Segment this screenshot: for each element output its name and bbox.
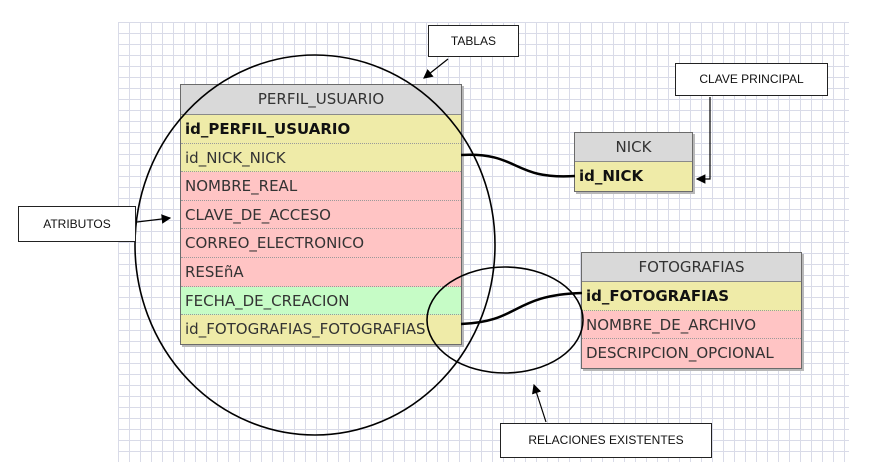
clave-principal-arrow: [695, 97, 711, 184]
attribute-row[interactable]: CORREO_ELECTRONICO: [181, 229, 461, 258]
primary-key-row[interactable]: id_PERFIL_USUARIO: [181, 115, 461, 144]
primary-key-row[interactable]: id_NICK: [575, 162, 692, 191]
table-nick[interactable]: NICK id_NICK: [574, 132, 693, 192]
callout-clave-principal: CLAVE PRINCIPAL: [675, 63, 828, 96]
relation-line-nick: [460, 153, 576, 178]
attribute-row[interactable]: CLAVE_DE_ACCESO: [181, 200, 461, 230]
foreign-key-row[interactable]: id_FOTOGRAFIAS_FOTOGRAFIAS: [181, 315, 461, 344]
attribute-row[interactable]: RESEñA: [181, 257, 461, 287]
table-header: NICK: [575, 133, 692, 162]
attribute-row[interactable]: NOMBRE_REAL: [181, 172, 461, 201]
table-header: FOTOGRAFIAS: [582, 253, 801, 282]
relaciones-ellipse: [426, 266, 584, 374]
atributos-ellipse: [134, 54, 496, 436]
callout-atributos: ATRIBUTOS: [18, 206, 136, 242]
foreign-key-row[interactable]: id_NICK_NICK: [181, 143, 461, 173]
attribute-row[interactable]: DESCRIPCION_OPCIONAL: [582, 339, 801, 368]
tablas-arrow: [423, 58, 449, 79]
callout-relaciones-existentes: RELACIONES EXISTENTES: [500, 423, 712, 458]
relation-line-fotografias: [460, 291, 583, 326]
attribute-row[interactable]: NOMBRE_DE_ARCHIVO: [582, 310, 801, 340]
attribute-row[interactable]: FECHA_DE_CREACION: [181, 286, 461, 316]
atributos-arrow: [136, 214, 172, 224]
relaciones-arrow: [532, 383, 547, 423]
table-header: PERFIL_USUARIO: [181, 85, 461, 115]
primary-key-row[interactable]: id_FOTOGRAFIAS: [582, 282, 801, 311]
callout-tablas: TABLAS: [428, 25, 519, 57]
